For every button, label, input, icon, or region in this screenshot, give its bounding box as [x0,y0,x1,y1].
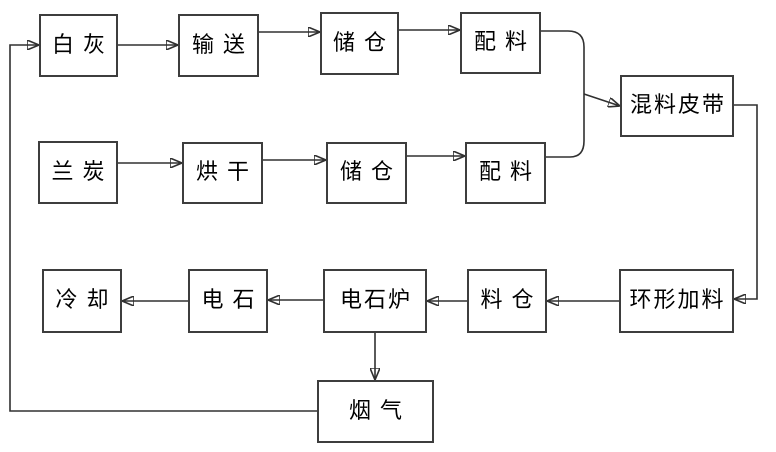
node-chucang-2: 储仓 [326,142,407,204]
node-baihui: 白灰 [39,14,118,77]
node-chucang-1-label: 储仓 [332,30,395,56]
node-lengque-label: 冷却 [55,288,118,313]
node-huanxing-jialiao: 环形加料 [619,269,734,333]
node-lantan-label: 兰炭 [51,159,114,185]
node-liaocang-label: 料仓 [480,288,543,313]
edge-junction-hunliao [583,93,620,106]
node-shusong-label: 输送 [191,32,254,58]
node-shusong: 输送 [178,14,259,77]
node-peiliao-1: 配料 [460,12,541,74]
node-hunliao-pidai-label: 混料皮带 [629,93,726,118]
node-chucang-2-label: 储仓 [339,160,402,185]
edge-yanqi-baihui-feedback [9,45,317,412]
node-liaocang: 料仓 [467,269,547,333]
node-dianshilu: 电石炉 [323,269,427,333]
node-dianshi: 电石 [188,269,268,333]
node-lengque: 冷却 [42,269,122,333]
node-dianshilu-label: 电石炉 [339,288,412,313]
node-honggan: 烘干 [182,142,263,204]
node-peiliao-2: 配料 [465,142,546,204]
node-dianshi-label: 电石 [201,288,264,313]
node-huanxing-jialiao-label: 环形加料 [629,288,726,313]
edge-peiliao2-junction [546,94,585,158]
node-hunliao-pidai: 混料皮带 [620,75,734,137]
edge-peiliao1-junction [541,30,585,94]
node-yanqi-label: 烟气 [348,398,411,424]
node-honggan-label: 烘干 [195,160,258,185]
node-lantan: 兰炭 [38,141,118,204]
node-chucang-1: 储仓 [320,12,399,75]
node-peiliao-1-label: 配料 [473,30,536,55]
node-yanqi: 烟气 [317,380,434,443]
node-baihui-label: 白灰 [51,32,114,58]
node-peiliao-2-label: 配料 [478,160,541,185]
edge-hunliao-huanxing [734,104,758,299]
